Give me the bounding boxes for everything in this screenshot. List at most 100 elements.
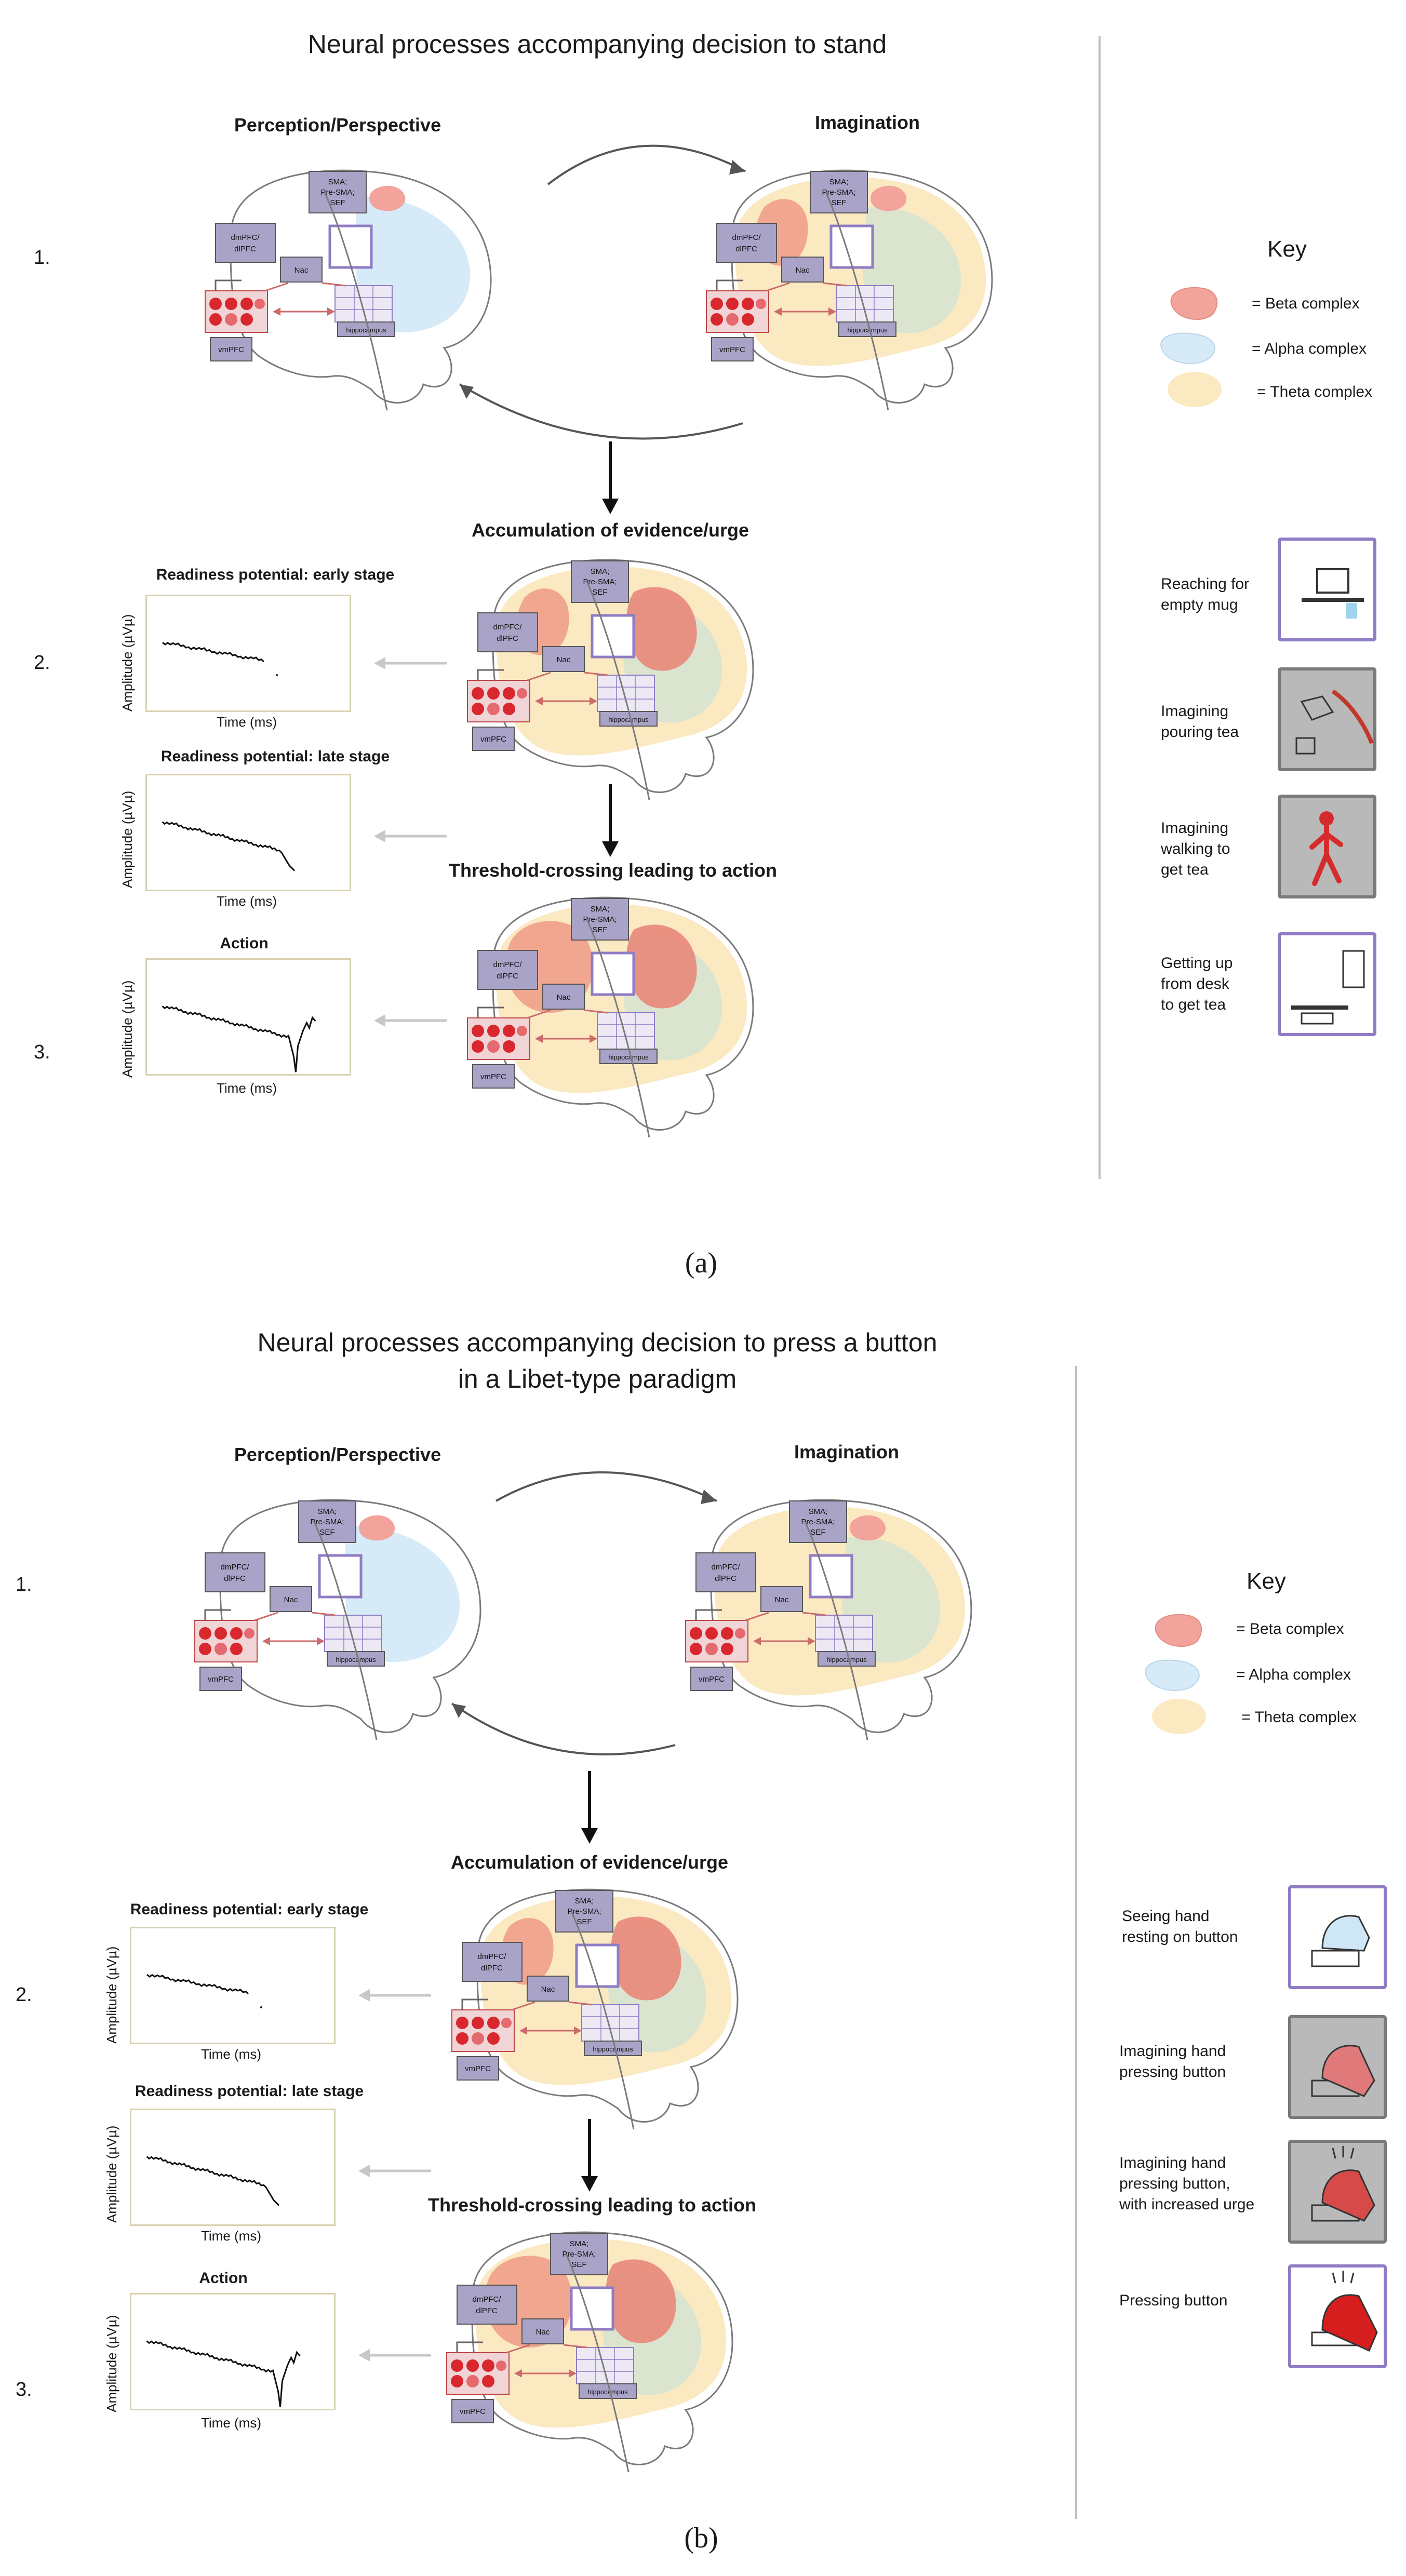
graph-title-early: Readiness potential: early stage bbox=[156, 566, 395, 583]
arrow-down-1 bbox=[581, 1771, 598, 1844]
caption-a: (a) bbox=[685, 1247, 718, 1279]
icon-label-1: Reaching for empty mug bbox=[1161, 575, 1250, 613]
imagination-label: Imagination bbox=[814, 112, 920, 133]
panel-a: Neural processes accompanying decision t… bbox=[34, 30, 1376, 1279]
theta-swatch bbox=[1168, 372, 1222, 407]
graph-early-ylabel: Amplitude (µVµ) bbox=[104, 1946, 119, 2044]
hand-resting-icon bbox=[1288, 1885, 1387, 1989]
row-number-3: 3. bbox=[16, 2379, 32, 2400]
key-beta: = Beta complex bbox=[1252, 295, 1360, 312]
graph-action-ylabel: Amplitude (µVµ) bbox=[104, 2315, 119, 2412]
graph-late-ylabel: Amplitude (µVµ) bbox=[104, 2125, 119, 2223]
icon-label-1: Seeing hand resting on button bbox=[1122, 1908, 1238, 1946]
perception-label: Perception/Perspective bbox=[234, 1444, 441, 1465]
pressing-button-icon bbox=[1288, 2264, 1387, 2368]
gray-arrow-early bbox=[358, 1989, 431, 2002]
row-number-1: 1. bbox=[34, 247, 50, 269]
hand-pressing-icon bbox=[1288, 2015, 1387, 2119]
brain-perception bbox=[200, 169, 492, 452]
graph-action-xlabel: Time (ms) bbox=[216, 1080, 277, 1096]
graph-early-xlabel: Time (ms) bbox=[200, 2046, 261, 2062]
graph-title-action: Action bbox=[199, 2270, 248, 2287]
icon-label-3: Imagining hand pressing button, with inc… bbox=[1119, 2154, 1255, 2213]
getting-up-icon bbox=[1278, 932, 1376, 1036]
icon-label-4: Pressing button bbox=[1119, 2292, 1228, 2309]
brain-perception bbox=[190, 1499, 481, 1781]
graph-action bbox=[130, 2293, 336, 2410]
key-title: Key bbox=[1267, 236, 1307, 262]
graph-late bbox=[130, 2109, 336, 2226]
graph-title-late: Readiness potential: late stage bbox=[135, 2083, 364, 2100]
brain-accumulation bbox=[447, 1888, 739, 2171]
walking-icon bbox=[1278, 795, 1376, 898]
graph-title-early: Readiness potential: early stage bbox=[130, 1901, 369, 1918]
graph-late-ylabel: Amplitude (µVµ) bbox=[119, 790, 135, 888]
accumulation-label: Accumulation of evidence/urge bbox=[450, 1852, 729, 1873]
arrow-down-1 bbox=[602, 441, 619, 514]
graph-early bbox=[130, 1927, 336, 2044]
arrow-down-2 bbox=[602, 784, 619, 857]
trace-action bbox=[146, 2340, 301, 2407]
panel-b: Neural processes accompanying decision t… bbox=[0, 1288, 1406, 2576]
threshold-label: Threshold-crossing leading to action bbox=[448, 860, 778, 881]
panel-title: Neural processes accompanying decision t… bbox=[257, 1328, 938, 1393]
arrow-down-2 bbox=[581, 2119, 598, 2192]
trace-late bbox=[146, 2156, 280, 2206]
trace-action bbox=[162, 1005, 316, 1072]
graph-early-ylabel: Amplitude (µVµ) bbox=[119, 614, 135, 712]
imagination-label: Imagination bbox=[794, 1441, 899, 1463]
icon-label-2: Imagining hand pressing button bbox=[1119, 2043, 1226, 2081]
graph-title-action: Action bbox=[220, 935, 269, 952]
divider-line bbox=[1099, 36, 1101, 1179]
gray-arrow-action bbox=[358, 2349, 431, 2362]
gray-arrow-action bbox=[374, 1014, 447, 1027]
graph-early bbox=[145, 595, 351, 712]
alpha-swatch bbox=[1144, 1659, 1200, 1691]
graph-action bbox=[145, 958, 351, 1076]
beta-swatch bbox=[1170, 287, 1218, 320]
alpha-swatch bbox=[1160, 332, 1215, 364]
brain-threshold bbox=[441, 2231, 733, 2514]
theta-swatch bbox=[1152, 1699, 1206, 1734]
perception-label: Perception/Perspective bbox=[234, 114, 441, 136]
key-theta: = Theta complex bbox=[1257, 383, 1373, 400]
beta-swatch bbox=[1155, 1614, 1202, 1647]
row-number-3: 3. bbox=[34, 1041, 50, 1063]
brain-imagination bbox=[680, 1499, 972, 1781]
threshold-label: Threshold-crossing leading to action bbox=[427, 2194, 757, 2216]
accumulation-label: Accumulation of evidence/urge bbox=[471, 519, 749, 541]
trace-late bbox=[162, 821, 296, 871]
caption-b: (b) bbox=[684, 2522, 718, 2554]
graph-late-xlabel: Time (ms) bbox=[216, 893, 277, 909]
graph-late-xlabel: Time (ms) bbox=[200, 2228, 261, 2244]
brain-threshold bbox=[462, 896, 754, 1179]
hand-pressing-urge-icon bbox=[1288, 2140, 1387, 2244]
gray-arrow-early bbox=[374, 657, 447, 669]
trace-early bbox=[162, 641, 278, 676]
cycle-arrows bbox=[451, 1471, 717, 1755]
gray-arrow-late bbox=[358, 2165, 431, 2177]
divider-line bbox=[1075, 1366, 1077, 2519]
cycle-arrows bbox=[459, 144, 746, 440]
row-number-2: 2. bbox=[34, 652, 50, 674]
desk-mug-icon bbox=[1278, 538, 1376, 641]
row-number-1: 1. bbox=[16, 1574, 32, 1595]
graph-action-xlabel: Time (ms) bbox=[200, 2415, 261, 2431]
graph-late bbox=[145, 774, 351, 891]
graph-action-ylabel: Amplitude (µVµ) bbox=[119, 980, 135, 1078]
brain-imagination bbox=[701, 169, 993, 452]
key-alpha: = Alpha complex bbox=[1236, 1666, 1351, 1683]
row-number-2: 2. bbox=[16, 1984, 32, 2006]
graph-early-xlabel: Time (ms) bbox=[216, 714, 277, 730]
key-title: Key bbox=[1247, 1568, 1286, 1594]
gray-arrow-late bbox=[374, 830, 447, 842]
graph-title-late: Readiness potential: late stage bbox=[160, 748, 390, 765]
key-alpha: = Alpha complex bbox=[1252, 340, 1367, 357]
icon-label-2: Imagining pouring tea bbox=[1161, 703, 1239, 741]
icon-label-4: Getting up from desk to get tea bbox=[1161, 955, 1233, 1013]
trace-early bbox=[146, 1974, 262, 2008]
icon-label-3: Imagining walking to get tea bbox=[1161, 820, 1230, 878]
panel-title: Neural processes accompanying decision t… bbox=[307, 30, 887, 59]
key-theta: = Theta complex bbox=[1241, 1709, 1357, 1726]
pouring-tea-icon bbox=[1278, 667, 1376, 771]
